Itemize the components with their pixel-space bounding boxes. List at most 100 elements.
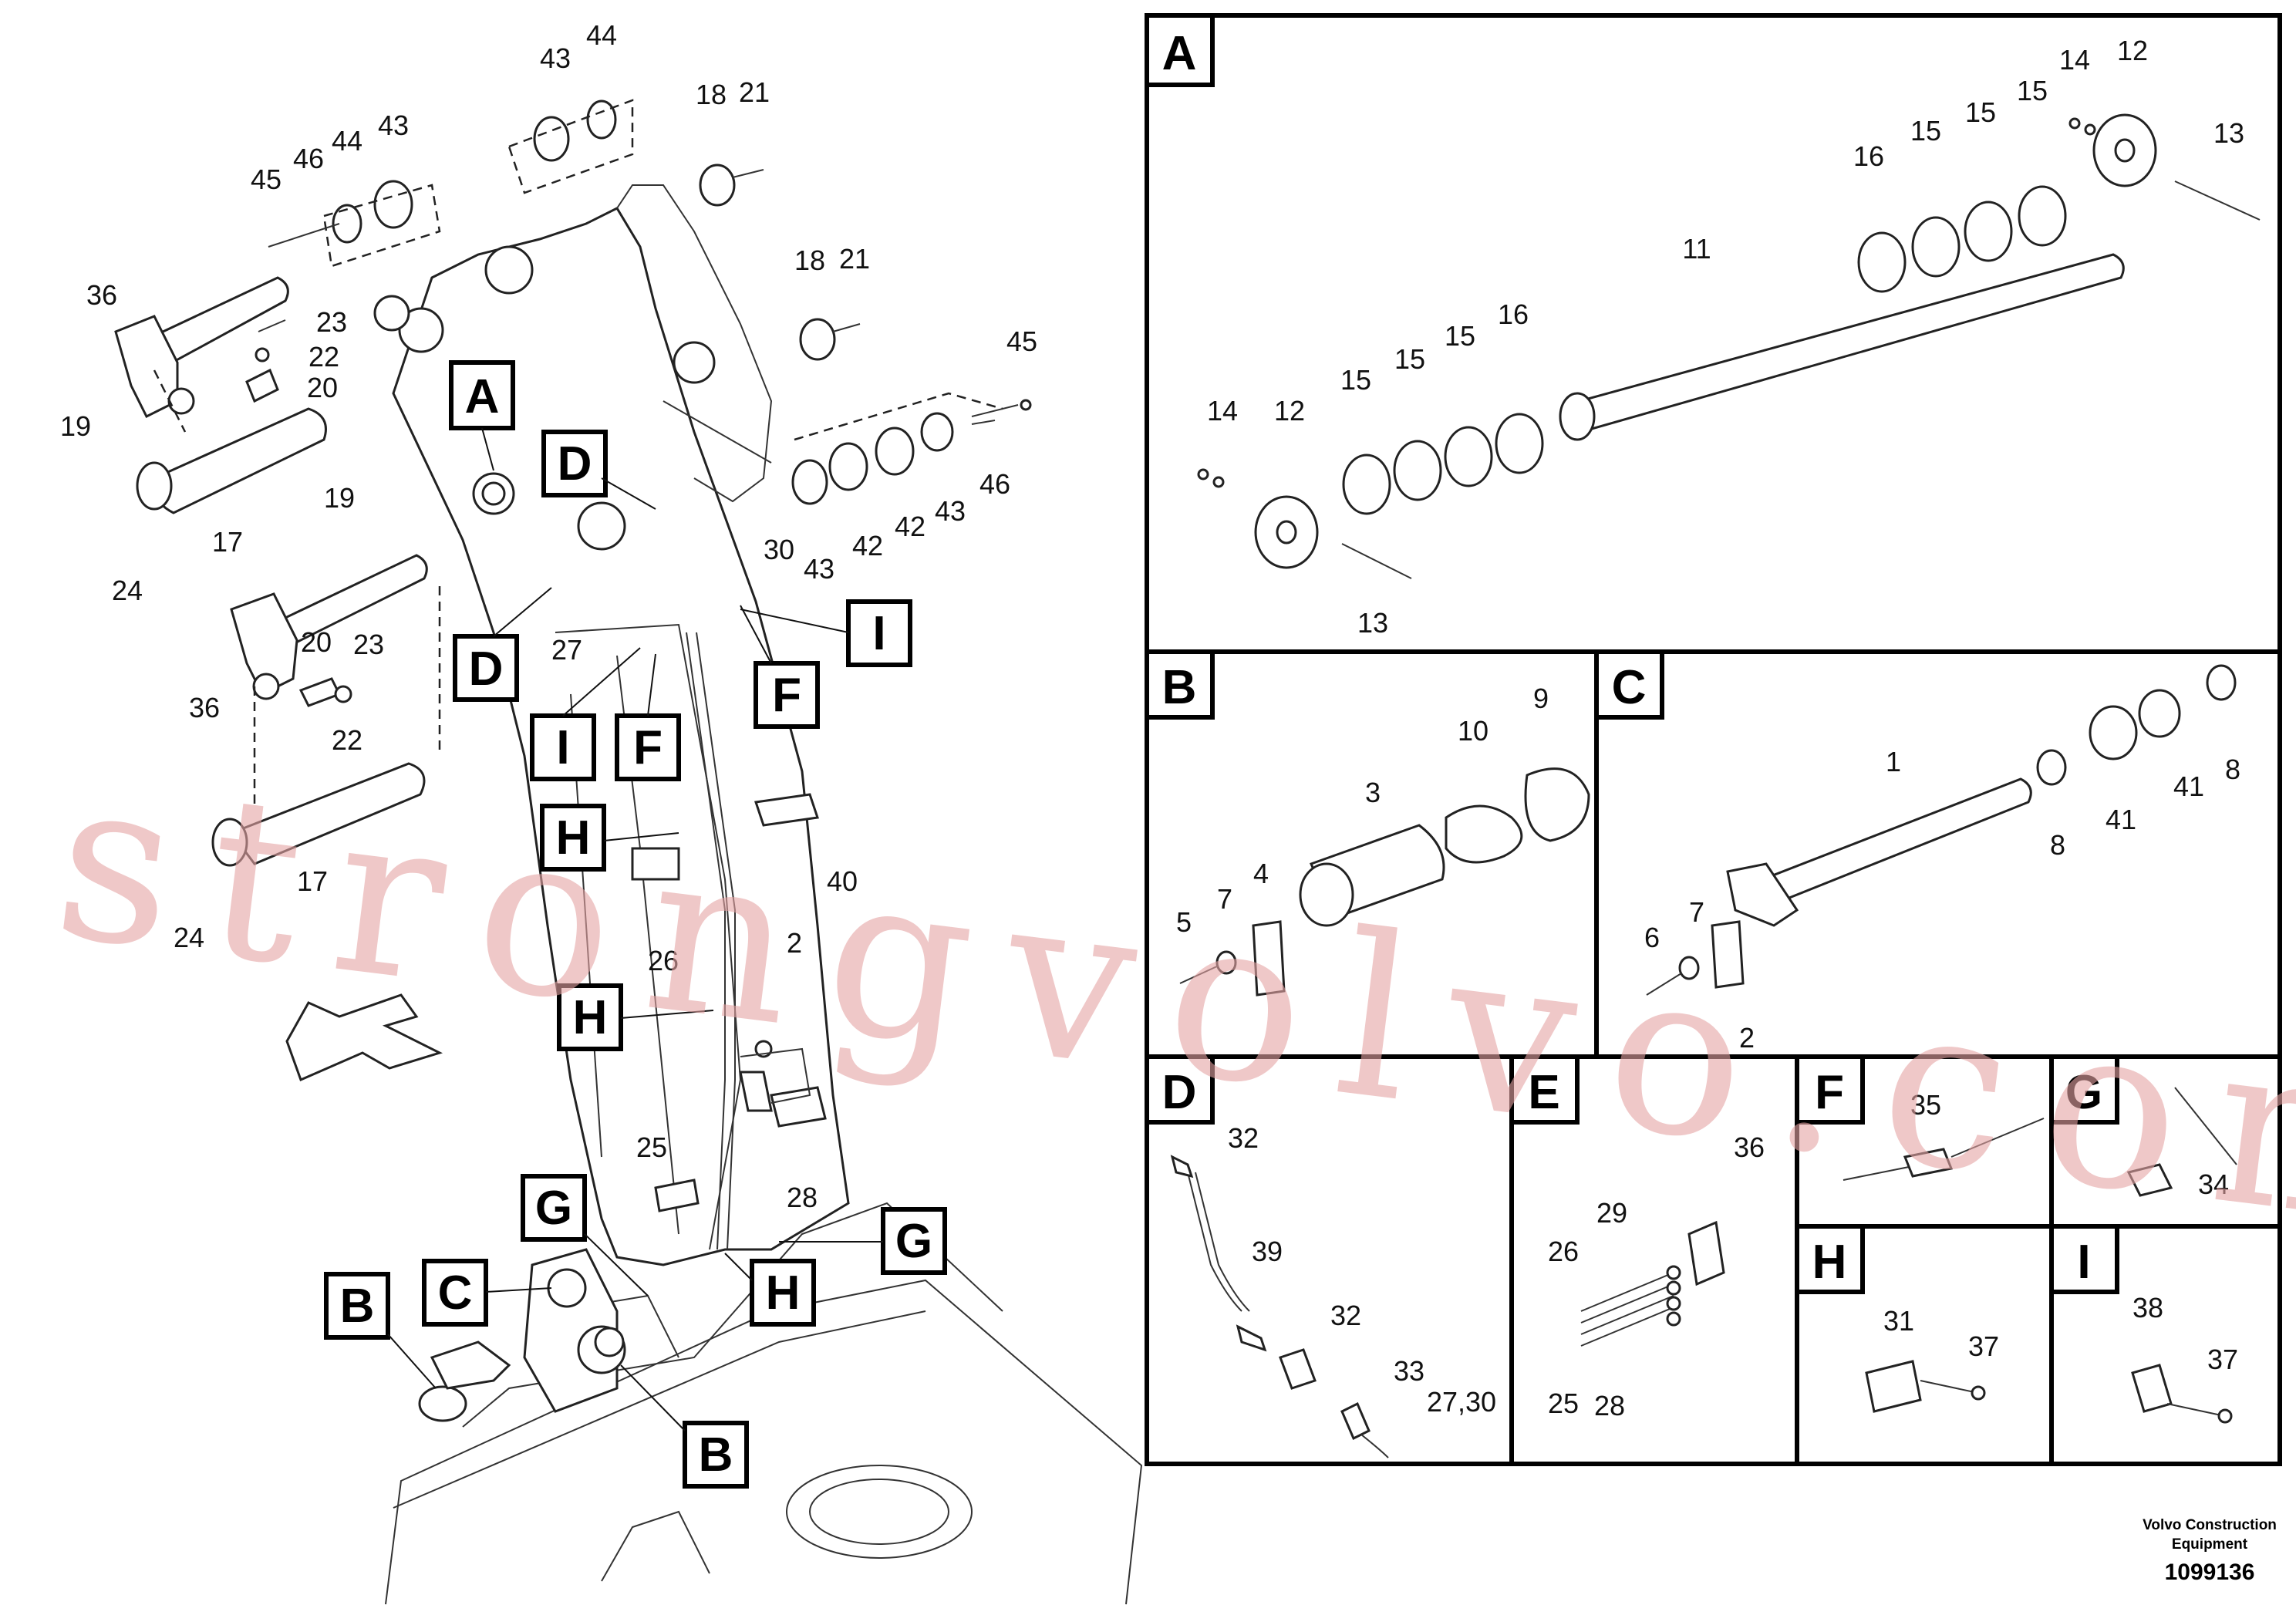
callout-I-right: I bbox=[740, 599, 912, 667]
svg-text:27,30: 27,30 bbox=[1427, 1386, 1496, 1418]
svg-text:36: 36 bbox=[1734, 1131, 1765, 1163]
svg-text:23: 23 bbox=[353, 629, 384, 660]
callout-D-top: D bbox=[541, 430, 656, 510]
panel-A-drawing bbox=[1197, 113, 2261, 579]
svg-text:21: 21 bbox=[839, 243, 870, 275]
svg-text:42: 42 bbox=[895, 511, 925, 542]
svg-text:D: D bbox=[558, 437, 592, 491]
svg-text:36: 36 bbox=[86, 279, 117, 311]
svg-text:G: G bbox=[535, 1182, 572, 1235]
svg-text:26: 26 bbox=[648, 945, 679, 976]
svg-text:41: 41 bbox=[2173, 771, 2204, 802]
svg-text:H: H bbox=[1812, 1236, 1847, 1289]
callout-D-bottom: D bbox=[453, 587, 552, 702]
svg-text:45: 45 bbox=[251, 164, 282, 195]
svg-text:1: 1 bbox=[1886, 746, 1901, 777]
footer-line1: Volvo Construction bbox=[2143, 1517, 2277, 1533]
panel-D-drawing bbox=[1170, 1155, 1389, 1458]
svg-text:34: 34 bbox=[2198, 1168, 2229, 1200]
svg-text:6: 6 bbox=[1644, 922, 1660, 953]
svg-text:14: 14 bbox=[2059, 44, 2090, 76]
panel-I-labels: 38 37 bbox=[2132, 1292, 2238, 1375]
svg-text:25: 25 bbox=[1548, 1388, 1579, 1419]
svg-text:B: B bbox=[340, 1280, 375, 1333]
svg-text:10: 10 bbox=[1458, 715, 1489, 747]
panel-I-drawing bbox=[2131, 1364, 2233, 1424]
svg-text:G: G bbox=[2065, 1066, 2102, 1119]
svg-text:7: 7 bbox=[1217, 883, 1232, 915]
svg-text:24: 24 bbox=[174, 922, 204, 953]
svg-text:12: 12 bbox=[2117, 35, 2148, 66]
footer: Volvo Construction Equipment 1099136 bbox=[2143, 1517, 2277, 1585]
svg-text:C: C bbox=[1612, 661, 1647, 714]
svg-text:15: 15 bbox=[1445, 320, 1475, 352]
svg-text:5: 5 bbox=[1176, 906, 1192, 938]
panel-B-labels: 9 10 3 4 7 5 bbox=[1176, 683, 1549, 938]
callout-I-left: I bbox=[530, 647, 641, 781]
svg-text:43: 43 bbox=[804, 553, 834, 585]
main-part-labels: 43 44 43 44 45 46 18 21 18 21 36 23 22 2… bbox=[60, 19, 1037, 1213]
callout-H-upper: H bbox=[540, 804, 679, 872]
svg-text:28: 28 bbox=[787, 1182, 818, 1213]
svg-text:40: 40 bbox=[827, 865, 858, 897]
svg-text:12: 12 bbox=[1274, 395, 1305, 427]
callout-B-right: B bbox=[620, 1364, 749, 1489]
callout-H-middle: H bbox=[557, 983, 714, 1051]
svg-text:F: F bbox=[772, 669, 801, 722]
svg-text:H: H bbox=[556, 811, 591, 865]
svg-text:7: 7 bbox=[1689, 896, 1704, 928]
main-callouts: A D D I F F I bbox=[324, 360, 947, 1489]
svg-text:2: 2 bbox=[1739, 1022, 1755, 1054]
callout-G-left: G bbox=[521, 1174, 649, 1297]
svg-text:43: 43 bbox=[378, 110, 409, 141]
svg-text:35: 35 bbox=[1910, 1089, 1941, 1121]
callout-B-left: B bbox=[324, 1272, 437, 1389]
svg-text:28: 28 bbox=[1594, 1390, 1625, 1421]
svg-text:31: 31 bbox=[1883, 1305, 1914, 1337]
svg-text:18: 18 bbox=[794, 244, 825, 276]
svg-text:15: 15 bbox=[1340, 364, 1371, 396]
panel-H-drawing bbox=[1865, 1360, 1986, 1413]
svg-text:25: 25 bbox=[636, 1131, 667, 1163]
drawing-number: 1099136 bbox=[2165, 1560, 2255, 1585]
svg-text:G: G bbox=[895, 1215, 932, 1268]
svg-text:27: 27 bbox=[551, 634, 582, 666]
svg-text:23: 23 bbox=[316, 306, 347, 338]
svg-text:C: C bbox=[438, 1266, 473, 1320]
svg-text:19: 19 bbox=[60, 410, 91, 442]
svg-text:44: 44 bbox=[586, 19, 617, 51]
svg-text:I: I bbox=[872, 607, 885, 660]
callout-H-lower: H bbox=[724, 1253, 816, 1327]
svg-text:18: 18 bbox=[696, 79, 727, 110]
panel-G-drawing bbox=[2126, 1087, 2237, 1197]
callout-G-right: G bbox=[779, 1207, 947, 1275]
svg-text:38: 38 bbox=[2132, 1292, 2163, 1324]
svg-text:20: 20 bbox=[307, 372, 338, 403]
panel-F-labels: 35 bbox=[1910, 1089, 1941, 1121]
svg-text:43: 43 bbox=[935, 495, 966, 527]
svg-text:15: 15 bbox=[1910, 115, 1941, 147]
svg-text:15: 15 bbox=[2017, 75, 2048, 106]
panel-C-drawing bbox=[1646, 664, 2237, 996]
svg-text:8: 8 bbox=[2225, 754, 2240, 785]
svg-text:17: 17 bbox=[212, 526, 243, 558]
panel-D-labels: 32 39 32 33 27,30 bbox=[1228, 1122, 1496, 1418]
svg-text:B: B bbox=[699, 1428, 733, 1482]
svg-text:14: 14 bbox=[1207, 395, 1238, 427]
svg-text:13: 13 bbox=[1357, 607, 1388, 639]
svg-text:I: I bbox=[556, 721, 569, 774]
svg-text:32: 32 bbox=[1228, 1122, 1259, 1154]
svg-text:F: F bbox=[633, 721, 663, 774]
svg-text:22: 22 bbox=[308, 341, 339, 373]
detail-panels bbox=[1145, 13, 2282, 1466]
svg-text:41: 41 bbox=[2106, 804, 2136, 835]
svg-text:B: B bbox=[1162, 661, 1197, 714]
panel-E-drawing bbox=[1580, 1220, 1725, 1347]
svg-text:A: A bbox=[465, 370, 500, 423]
svg-text:2: 2 bbox=[787, 927, 802, 959]
svg-text:13: 13 bbox=[2213, 117, 2244, 149]
panel-A-labels: 14 12 15 15 15 16 11 16 15 15 15 14 12 1… bbox=[1207, 35, 2244, 639]
panel-G-labels: 34 bbox=[2198, 1168, 2229, 1200]
svg-text:22: 22 bbox=[332, 724, 362, 756]
